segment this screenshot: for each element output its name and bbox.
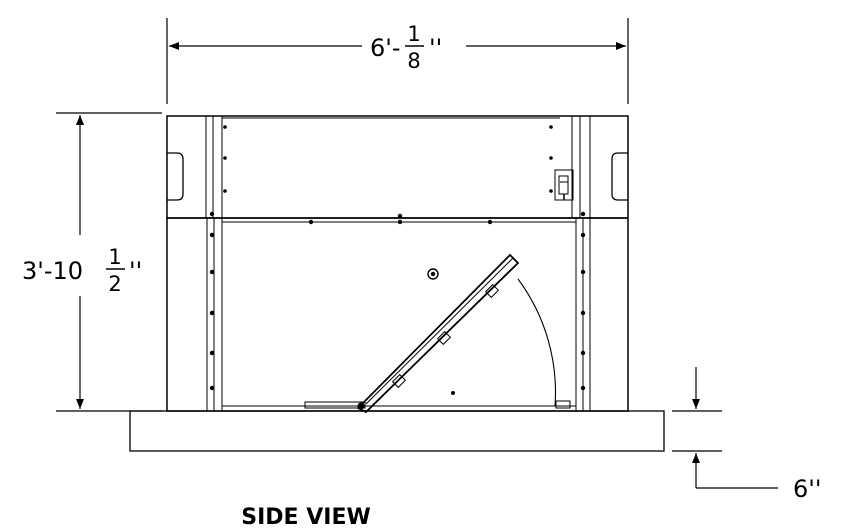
rivet: [397, 219, 403, 225]
door-panel-inner-edge: [365, 257, 514, 405]
rivet: [451, 391, 455, 395]
stop-block: [555, 400, 571, 409]
width-label: 6'- 1 8 '': [370, 22, 442, 73]
rivet: [549, 156, 553, 160]
door-bracket-1: [391, 373, 407, 389]
door-bracket-3: [484, 283, 500, 299]
rivet: [580, 269, 586, 275]
rivet: [308, 219, 314, 225]
rivet: [580, 211, 586, 217]
fastener-dots: [209, 125, 586, 395]
height-label: 3'-10 1 2 '': [22, 245, 142, 296]
rivet: [209, 232, 215, 238]
rivet: [209, 211, 215, 217]
rivet: [580, 310, 586, 316]
base-slab: [129, 410, 665, 452]
rivet: [209, 385, 215, 391]
upper-housing-outline: [166, 115, 629, 219]
rivet: [209, 310, 215, 316]
door-panel-outline: [356, 253, 520, 414]
rivet: [223, 189, 227, 193]
base-dimension: [672, 367, 778, 489]
rivet: [209, 350, 215, 356]
tilting-door-panel: [356, 253, 557, 414]
width-label-numerator: 1: [407, 22, 420, 46]
rivet: [580, 232, 586, 238]
right-handle-cutout: [611, 152, 628, 201]
height-label-numerator: 1: [108, 245, 121, 269]
base-label: 6'': [793, 475, 821, 503]
height-label-whole: 3'-10: [22, 257, 83, 285]
width-label-unit: '': [429, 34, 442, 62]
door-bracket-2: [436, 330, 452, 346]
hinge-base-plate: [304, 401, 366, 409]
rivet: [580, 385, 586, 391]
lower-housing: [166, 217, 629, 412]
width-dimension: [166, 18, 629, 104]
rivet: [549, 125, 553, 129]
lower-housing-outline: [166, 217, 629, 412]
height-label-unit: '': [129, 257, 142, 285]
rivet: [223, 156, 227, 160]
rivet: [487, 219, 493, 225]
view-title: SIDE VIEW: [241, 505, 371, 529]
rivet: [209, 269, 215, 275]
hinge-pivot: [357, 402, 365, 410]
pivot-bolt: [427, 268, 439, 280]
latch-body: [558, 175, 569, 195]
width-label-denominator: 8: [407, 49, 420, 73]
rivet: [549, 189, 553, 193]
rivet: [397, 213, 403, 219]
width-label-whole: 6'-: [370, 34, 401, 62]
door-swing-arc: [517, 278, 557, 407]
height-label-denominator: 2: [108, 272, 121, 296]
left-handle-cutout: [167, 152, 184, 201]
rivet: [580, 350, 586, 356]
rivet: [223, 125, 227, 129]
upper-housing: [166, 115, 629, 219]
